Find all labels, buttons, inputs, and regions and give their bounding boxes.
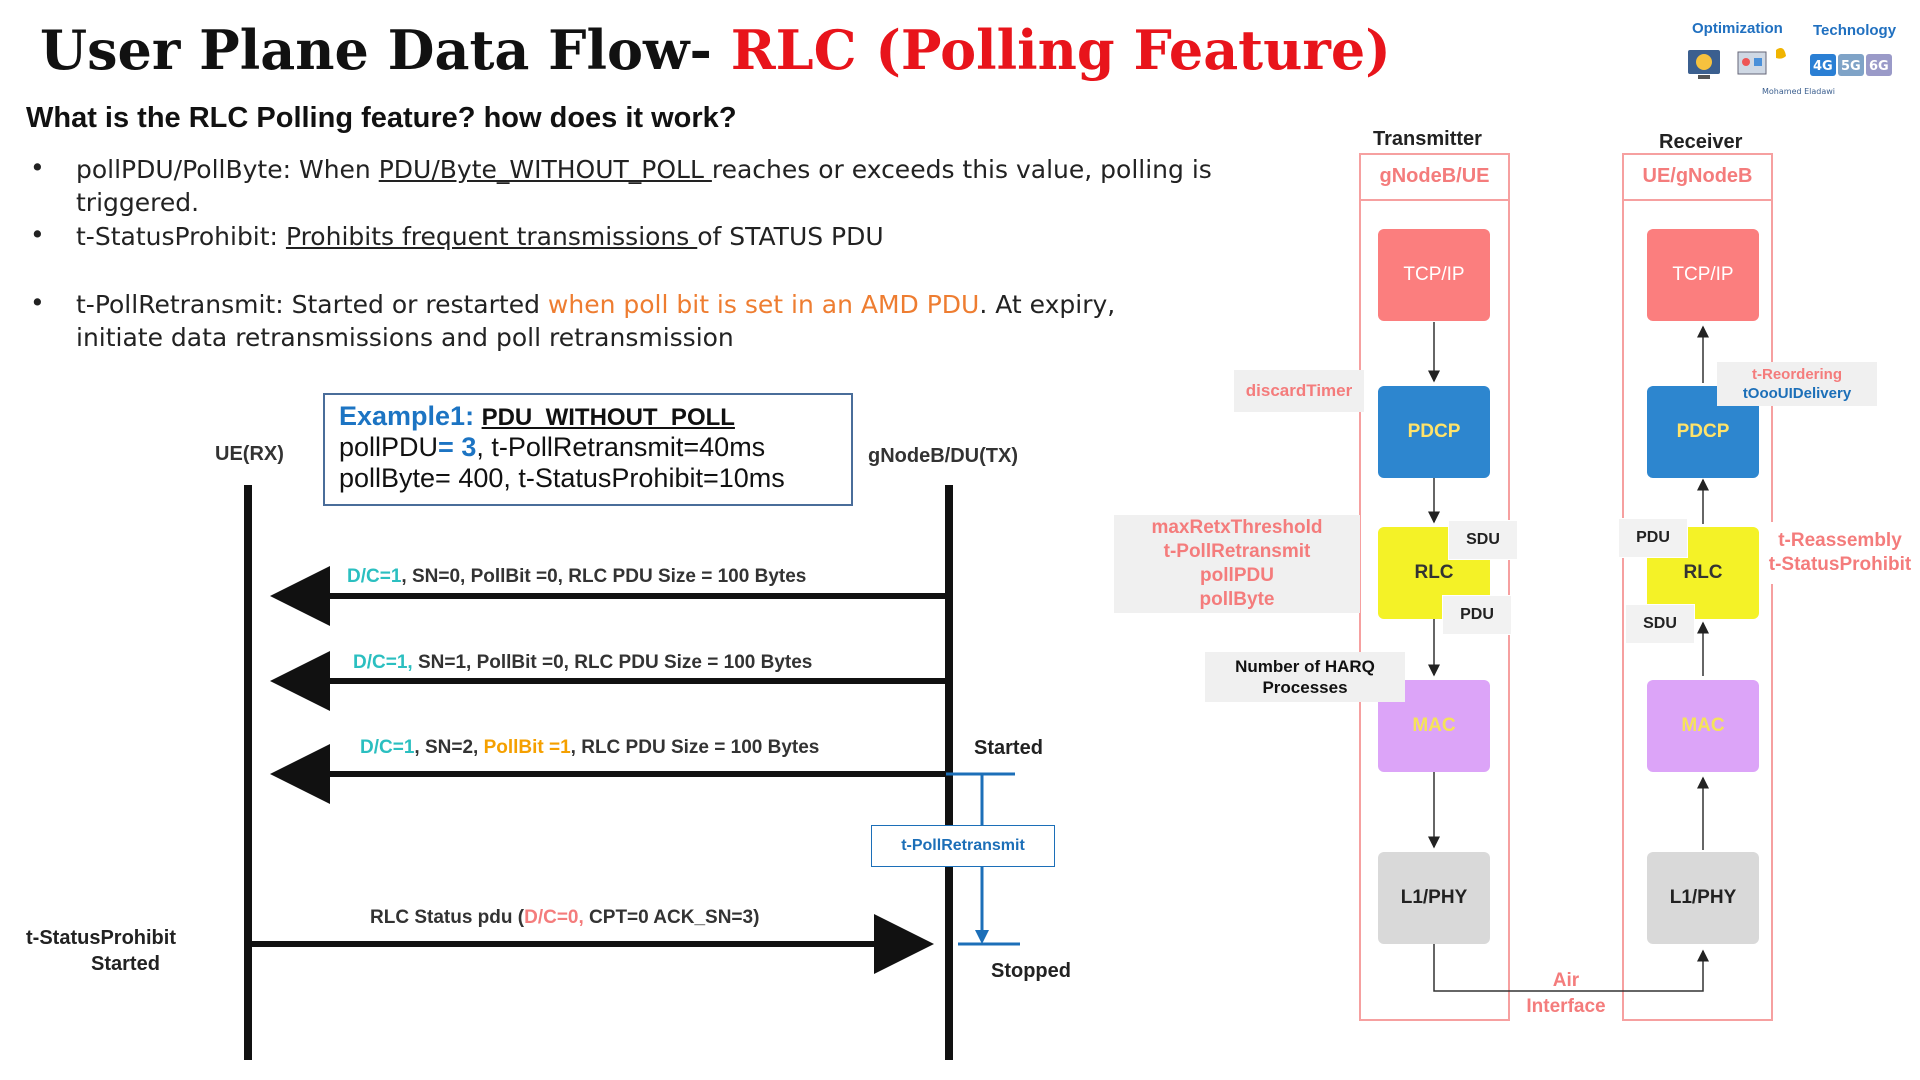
msg-dc: D/C=1 (347, 566, 402, 587)
msg-dc: D/C=1 (360, 737, 415, 758)
tx-pdu-tag: PDU (1442, 595, 1512, 635)
rx-pdcp-params: t-Reordering tOooUIDelivery (1717, 362, 1877, 406)
transmitter-node: gNodeB/UE (1359, 153, 1510, 201)
msg-label-status: RLC Status pdu (D/C=0, CPT=0 ACK_SN=3) (370, 907, 759, 929)
msg-pollbit: PollBit =1 (483, 737, 571, 758)
rx-layer-rlc: RLC (1647, 527, 1759, 619)
example-line2: pollByte= 400, t-StatusProhibit=10ms (339, 463, 785, 493)
bullet-underlined: Prohibits frequent transmissions (285, 222, 698, 251)
tx-layer-mac: MAC (1378, 680, 1490, 772)
example-box: Example1: PDU_WITHOUT_POLL pollPDU= 3, t… (323, 393, 853, 506)
msg-dc: D/C=1, (353, 652, 413, 673)
badge-4g: 4G (1813, 59, 1833, 74)
bullet-highlight: when poll bit is set in an AMD PDU (547, 290, 980, 319)
harq-line1: Number of HARQ (1235, 657, 1375, 676)
param-pollretransmit: t-PollRetransmit (1163, 541, 1311, 562)
badge-5g: 5G (1841, 59, 1861, 74)
timer-stopped-label: Stopped (991, 960, 1071, 982)
page-title: User Plane Data Flow- RLC (Polling Featu… (40, 18, 1391, 82)
rx-layer-mac: MAC (1647, 680, 1759, 772)
logo-author: Mohamed Eladawi (1762, 87, 1835, 96)
tx-sdu-tag: SDU (1448, 520, 1518, 560)
tx-layer-pdcp: PDCP (1378, 386, 1490, 478)
receiver-label: Receiver (1659, 131, 1743, 153)
rx-layer-tcpip: TCP/IP (1647, 229, 1759, 321)
rx-layer-phy: L1/PHY (1647, 852, 1759, 944)
param-treassembly: t-Reassembly (1778, 530, 1902, 551)
example-name: PDU_WITHOUT_POLL (481, 404, 735, 431)
logo: Optimization Technology 4G 5G 6G Mohamed… (1680, 18, 1915, 98)
param-tstatusprohibit: t-StatusProhibit (1768, 554, 1912, 575)
msg-label-2: D/C=1, SN=1, PollBit =0, RLC PDU Size = … (353, 652, 812, 674)
tx-discard-timer: discardTimer (1234, 370, 1364, 412)
harq-line2: Processes (1262, 678, 1348, 697)
example-pollpdu: pollPDU (339, 432, 439, 462)
rx-rlc-params: t-Reassembly t-StatusProhibit (1765, 522, 1915, 584)
logo-left-text: Optimization (1692, 20, 1783, 37)
param-pollbyte: pollByte (1199, 589, 1275, 610)
tx-layer-phy: L1/PHY (1378, 852, 1490, 944)
msg-text: , SN=2, (414, 737, 484, 758)
timer-started-label: Started (974, 737, 1043, 759)
timer-arrowhead (975, 930, 989, 944)
timer-label-box: t-PollRetransmit (871, 825, 1055, 867)
msg-label-1: D/C=1, SN=0, PollBit =0, RLC PDU Size = … (347, 566, 806, 588)
msg-label-3: D/C=1, SN=2, PollBit =1, RLC PDU Size = … (360, 737, 819, 759)
air-line2: Interface (1526, 996, 1606, 1017)
lifeline-label-ue: UE(RX) (215, 443, 284, 465)
badge-6g: 6G (1869, 59, 1889, 74)
logo-graphic: 4G 5G 6G Mohamed Eladawi (1688, 48, 1892, 96)
param-treordering: t-Reordering (1752, 366, 1842, 383)
rx-pdu-tag: PDU (1618, 518, 1688, 558)
receiver-column (1622, 153, 1773, 1021)
bullet-term: t-StatusProhibit: (76, 222, 278, 251)
logo-right-text: Technology (1813, 22, 1897, 39)
title-main: User Plane Data Flow- (40, 18, 731, 82)
example-label: Example1: (339, 401, 475, 431)
msg-text: RLC Status pdu ( (370, 907, 525, 928)
bullet-sep: Started or restarted (283, 290, 548, 319)
msg-dc: D/C=0, (524, 907, 584, 928)
status-prohibit-label: t-StatusProhibit (26, 927, 176, 949)
bullet-sep: : When (282, 155, 379, 184)
status-prohibit-started: Started (91, 953, 160, 975)
bullet-term: pollPDU/PollByte (76, 155, 283, 184)
param-pollpdu: pollPDU (1200, 565, 1274, 586)
param-maxretx: maxRetxThreshold (1151, 517, 1323, 538)
rx-sdu-tag: SDU (1625, 604, 1695, 644)
question-heading: What is the RLC Polling feature? how doe… (26, 102, 737, 134)
bullet-term: t-PollRetransmit: (76, 290, 284, 319)
msg-text: CPT=0 ACK_SN=3) (583, 907, 760, 928)
tx-harq-params: Number of HARQ Processes (1205, 652, 1405, 702)
transmitter-label: Transmitter (1373, 128, 1482, 150)
tx-rlc-params: maxRetxThreshold t-PollRetransmit pollPD… (1114, 515, 1360, 613)
tx-layer-tcpip: TCP/IP (1378, 229, 1490, 321)
lifeline-label-gnodeb: gNodeB/DU(TX) (868, 445, 1018, 467)
receiver-node: UE/gNodeB (1622, 153, 1773, 201)
bullet-rest: . At expiry, initiate data retransmissio… (76, 290, 1116, 352)
title-highlight: RLC (Polling Feature) (730, 18, 1391, 82)
msg-text: , RLC PDU Size = 100 Bytes (570, 737, 820, 758)
bullet-underlined: PDU/Byte_WITHOUT_POLL (378, 155, 712, 184)
bullet-rest: reaches or exceeds this value, polling i… (76, 155, 1212, 217)
air-interface-label: Air Interface (1510, 968, 1622, 1020)
transmitter-column (1359, 153, 1510, 1021)
param-tooouidelivery: tOooUIDelivery (1742, 385, 1852, 402)
example-pollretransmit: , t-PollRetransmit=40ms (476, 432, 766, 462)
air-line1: Air (1552, 970, 1580, 991)
bullet-rest: of STATUS PDU (697, 222, 884, 251)
msg-text: SN=1, PollBit =0, RLC PDU Size = 100 Byt… (412, 652, 813, 673)
msg-text: , SN=0, PollBit =0, RLC PDU Size = 100 B… (401, 566, 807, 587)
example-pollpdu-value: = 3 (438, 432, 477, 462)
